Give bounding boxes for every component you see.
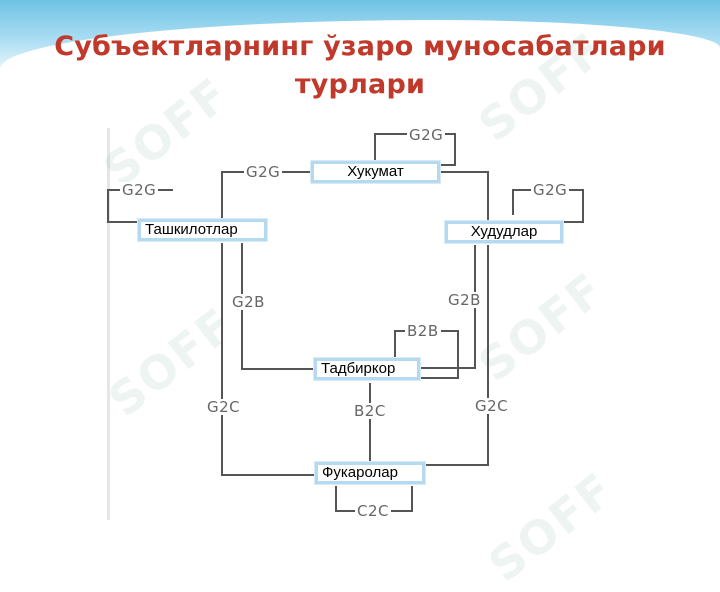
edge-label-g2g-top: G2G [407, 126, 446, 144]
edge-label-g2c-left: G2C [205, 398, 243, 416]
title-line-1: Субъектларнинг ўзаро муносабатлари [54, 31, 666, 62]
hukumat-hududlar-link [440, 171, 489, 221]
edge-label-b2b: B2B [405, 322, 441, 340]
edge-label-g2g-left-loop: G2G [120, 181, 159, 199]
tashkilotlar-tadbirkor-link [241, 243, 316, 370]
node-label: Хукумат [347, 163, 404, 180]
node-fuqarolar: Фукаролар [315, 462, 425, 484]
edge-label-g2b-left: G2B [230, 293, 267, 311]
edge-label-g2b-right: G2B [446, 291, 483, 309]
node-tashkilotlar: Ташкилотлар [138, 219, 267, 241]
tadbirkor-self-loop [394, 330, 459, 379]
title-line-2: турлари [294, 69, 426, 100]
slide-title: Субъектларнинг ўзаро муносабатлари турла… [0, 28, 720, 104]
node-tadbirkor: Тадбиркор [314, 358, 420, 380]
edge-label-c2c: C2C [355, 502, 391, 520]
node-label: Тадбиркор [321, 360, 396, 377]
node-label: Фукаролар [322, 464, 398, 481]
node-hukumat: Хукумат [311, 161, 440, 183]
tashkilotlar-fuqarolar-link [221, 243, 317, 476]
node-hududlar: Худудлар [445, 221, 563, 243]
hududlar-fuqarolar-link [425, 245, 489, 466]
node-label: Ташкилотлар [145, 221, 238, 238]
edge-label-g2g-left-link: G2G [244, 163, 283, 181]
hududlar-tadbirkor-link [420, 245, 476, 369]
edge-label-g2c-right: G2C [473, 397, 511, 415]
hukumat-self-loop [374, 133, 456, 166]
hududlar-self-loop [512, 189, 584, 223]
node-label: Худудлар [470, 223, 538, 240]
edge-label-g2g-right-loop: G2G [531, 181, 570, 199]
left-rule [107, 128, 110, 520]
edge-label-b2c: B2C [352, 402, 388, 420]
connector-lines [107, 133, 584, 512]
